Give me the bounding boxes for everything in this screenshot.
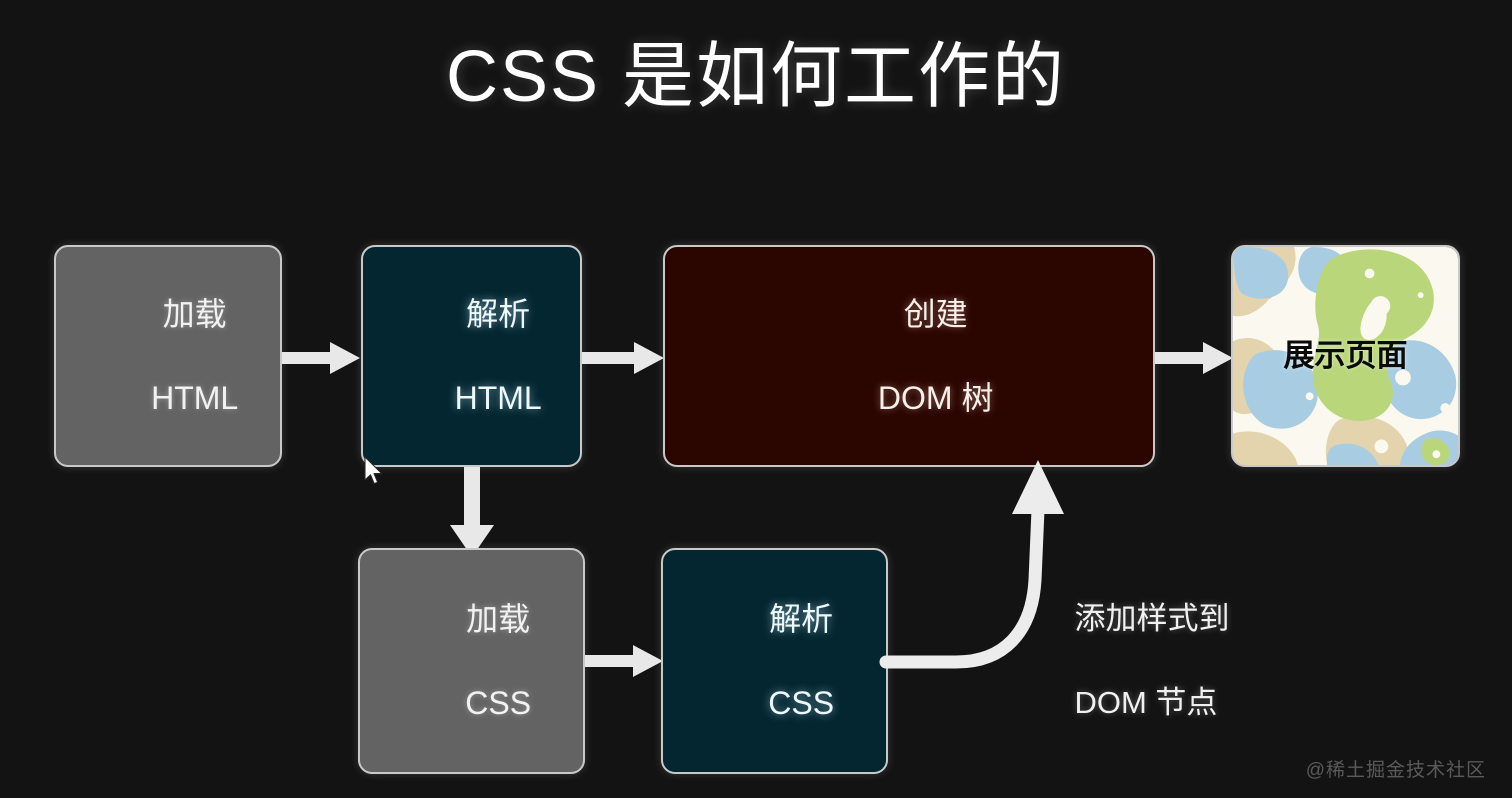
flow-node-parse-html[interactable]: 解析 HTML bbox=[361, 245, 582, 467]
arrow-parse-html-to-load-css bbox=[446, 467, 498, 559]
decorative-blob-pattern bbox=[1233, 247, 1458, 465]
flow-node-load-css-label: 加载 CSS bbox=[465, 600, 532, 722]
flow-node-render-page[interactable]: 展示页面 bbox=[1231, 245, 1460, 467]
flow-node-parse-css-label: 解析 CSS bbox=[768, 600, 835, 722]
page-title: CSS 是如何工作的 bbox=[445, 37, 1067, 117]
flow-node-parse-css[interactable]: 解析 CSS bbox=[661, 548, 888, 774]
arrow-load-css-to-parse-css bbox=[585, 643, 665, 679]
watermark: @稀土掘金技术社区 bbox=[1305, 760, 1486, 781]
flow-node-load-css[interactable]: 加载 CSS bbox=[358, 548, 585, 774]
flow-node-create-dom-tree[interactable]: 创建 DOM 树 bbox=[663, 245, 1155, 467]
flow-node-load-html[interactable]: 加载 HTML bbox=[54, 245, 282, 467]
flow-node-render-page-label: 展示页面 bbox=[1283, 337, 1408, 373]
arrow-parse-html-to-create-dom bbox=[582, 340, 666, 376]
arrow-parse-css-to-create-dom-curved bbox=[879, 448, 1070, 673]
arrow-load-html-to-parse-html bbox=[282, 340, 362, 376]
arrow-create-dom-to-render-page bbox=[1155, 340, 1235, 376]
flow-node-create-dom-tree-label: 创建 DOM 树 bbox=[877, 295, 994, 417]
flow-node-parse-html-label: 解析 HTML bbox=[454, 295, 542, 417]
flow-node-load-html-label: 加载 HTML bbox=[151, 295, 239, 417]
annotation-apply-styles-to-dom: 添加样式到 DOM 节点 bbox=[1074, 600, 1230, 720]
